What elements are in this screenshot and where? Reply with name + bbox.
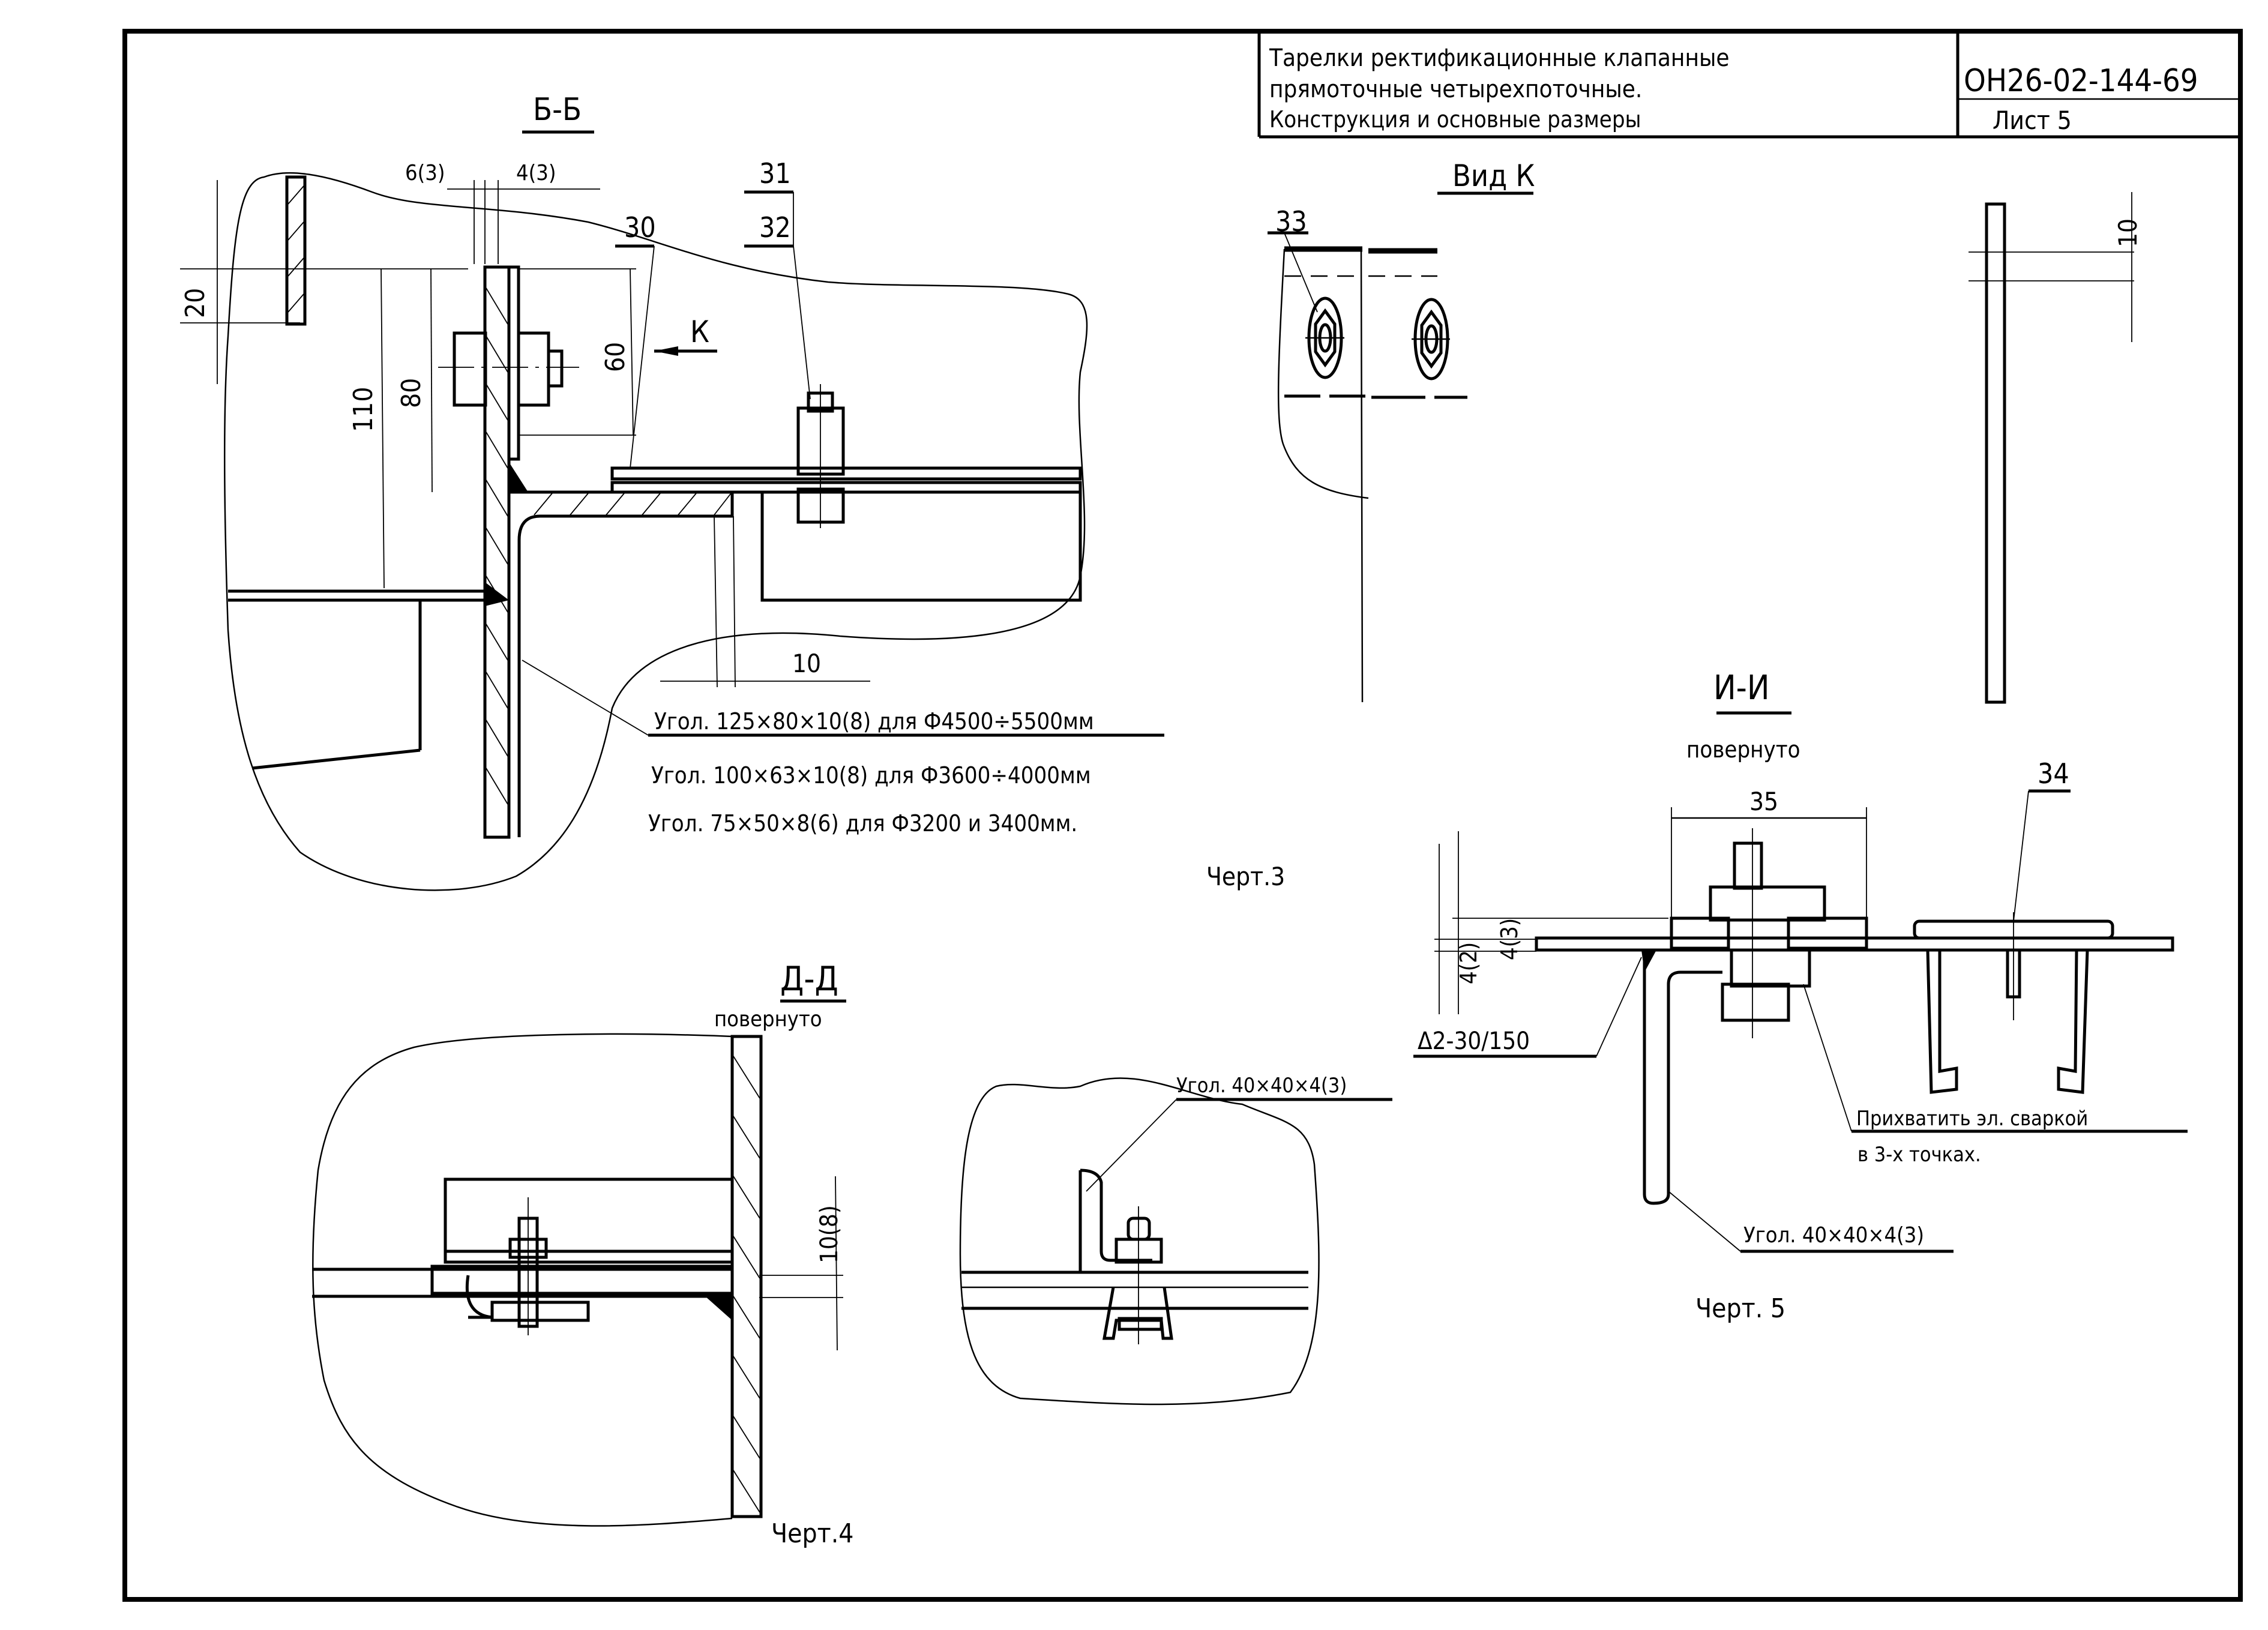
dim-20: 20 [180, 288, 211, 318]
dim-10-8: 10(8) [816, 1205, 843, 1263]
angle-note-2: Угол. 100×63×10(8) для Ф3600÷4000мм [651, 762, 1091, 789]
callout-31: 31 [759, 157, 791, 190]
tray-plate-ii [1535, 936, 2174, 952]
angle-horizontal-leg [509, 490, 734, 837]
angle-note-1: Угол. 125×80×10(8) для Ф4500÷5500мм [654, 708, 1094, 735]
callout-30: 30 [624, 211, 656, 244]
bolt-assembly-left [438, 331, 579, 407]
dim-110: 110 [348, 386, 379, 432]
section-ii: И-И повернуто 35 4(2) 4(3) 34 [1413, 669, 2188, 1324]
dim-35: 35 [1749, 787, 1778, 816]
title-line-2: прямоточные четырехпоточные. [1269, 76, 1642, 103]
angle-note-dd: Угол. 40×40×4(3) [1176, 1074, 1347, 1098]
angle-vertical-leg [483, 265, 511, 839]
document-code: ОН26-02-144-69 [1964, 63, 2198, 99]
shell-plate [285, 175, 307, 326]
section-ii-sublabel: повернуто [1686, 736, 1800, 763]
dim-4-3: 4(3) [516, 161, 556, 185]
callout-32: 32 [759, 211, 791, 244]
section-label-dd: Д-Д [780, 960, 838, 999]
angle-note-3: Угол. 75×50×8(6) для Ф3200 и 3400мм. [648, 810, 1077, 837]
weld-note-line-2: в 3-х точках. [1857, 1143, 1981, 1167]
dim-4-2: 4(2) [1455, 942, 1482, 984]
break-line-dd [312, 1033, 733, 1527]
angle-40x40-ii [1643, 950, 1722, 1205]
dim-10-bb: 10 [792, 649, 821, 678]
weld-symbol: Δ2-30/150 [1418, 1027, 1530, 1055]
bolt-assembly-right [796, 384, 845, 528]
dim-10-k: 10 [2113, 218, 2143, 247]
dimension-lines [180, 180, 870, 688]
caption-chert-5: Черт. 5 [1695, 1293, 1785, 1324]
dim-6-3: 6(3) [405, 161, 445, 185]
angle-note-ii: Угол. 40×40×4(3) [1743, 1223, 1924, 1248]
title-line-3: Конструкция и основные размеры [1269, 106, 1641, 133]
break-line-dd2 [959, 1077, 1320, 1406]
support-beam [760, 490, 1082, 602]
title-line-1: Тарелки ректификационные клапанные [1269, 44, 1730, 72]
sheet-number: Лист 5 [1993, 106, 2072, 135]
caption-chert-3: Черт.3 [1206, 862, 1285, 891]
section-dd-sublabel: повернуто [714, 1007, 822, 1032]
view-k: Вид К 33 10 [1268, 158, 2143, 704]
dim-60: 60 [600, 342, 631, 372]
caption-chert-4: Черт.4 [771, 1518, 853, 1549]
weld-note-line-1: Прихватить эл. сваркой [1856, 1107, 2088, 1131]
callout-34: 34 [2038, 757, 2069, 790]
angle-40x40-dd [1078, 1168, 1152, 1272]
dim-80: 80 [396, 378, 427, 408]
tray-plate-upper [610, 466, 1082, 481]
sheet-frame [122, 29, 2243, 1602]
shell-wall-dd [730, 1035, 763, 1518]
view-k-label: Вид К [1452, 158, 1535, 193]
view-k-arrow-label: К [690, 314, 709, 349]
shell-wall-k [1985, 202, 2006, 704]
title-block: Тарелки ректификационные клапанные прямо… [1257, 31, 2240, 139]
section-label-bb: Б-Б [533, 92, 582, 128]
weld-fillet [509, 462, 528, 492]
drawing-3-section-bb: Б-Б [180, 92, 1285, 891]
break-line-outline [223, 172, 1088, 891]
section-dd: Д-Д повернуто 10(8) Черт.4 [312, 960, 1392, 1549]
section-label-ii: И-И [1713, 669, 1770, 708]
